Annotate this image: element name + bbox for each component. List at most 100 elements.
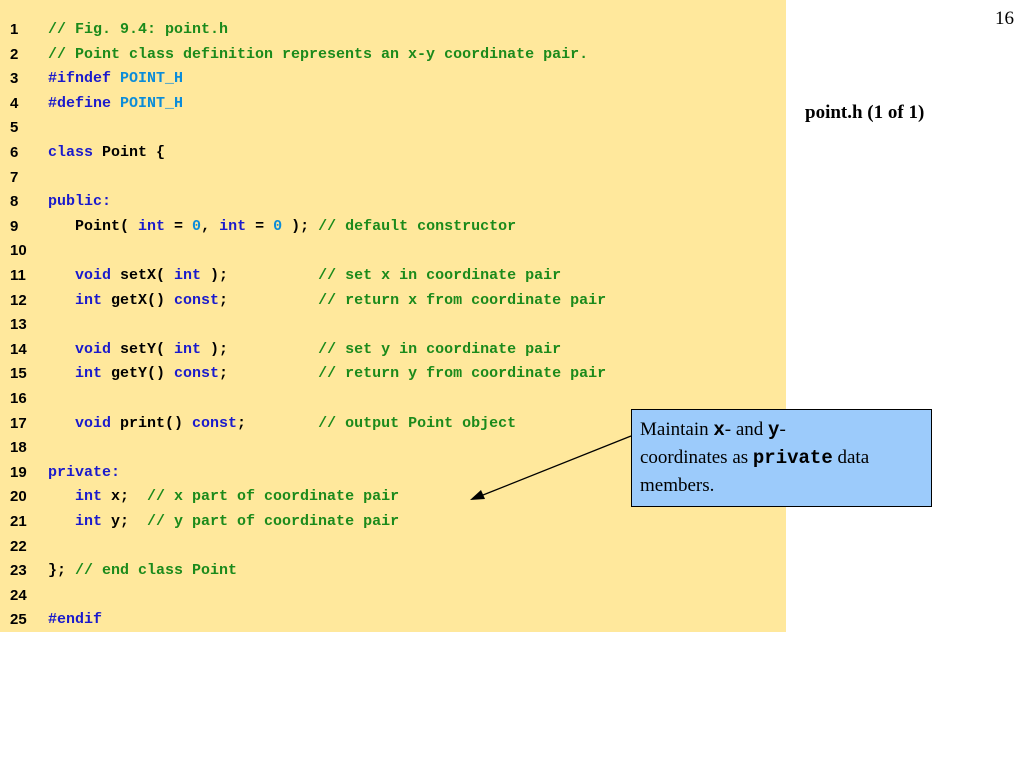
callout-text: Maintain (640, 419, 714, 440)
code-token: 0 (273, 217, 283, 235)
callout-code-x: x (713, 419, 725, 441)
code-token: #endif (48, 611, 103, 629)
code-token: = (246, 217, 274, 235)
line-number: 16 (10, 390, 27, 407)
code-token: int (174, 267, 202, 284)
line-number: 12 (10, 291, 27, 309)
code-token: 0 (192, 217, 202, 235)
code-token: ); (201, 267, 319, 284)
code-token: ; (219, 291, 319, 309)
code-token: public: (48, 193, 112, 211)
code-token: int (174, 340, 202, 358)
code-token: // set x in coordinate pair (318, 267, 562, 284)
code-token: = (165, 217, 193, 235)
line-code: void setX( int ); // set x in coordinate… (48, 264, 561, 288)
code-token: , (201, 217, 220, 235)
line-number: 8 (10, 193, 19, 211)
line-number: 21 (10, 513, 27, 530)
line-number: 13 (10, 316, 27, 334)
line-code: public: (48, 190, 111, 214)
line-number: 15 (10, 365, 27, 383)
page-number: 16 (995, 8, 1014, 29)
code-token: setY( (120, 340, 175, 358)
code-token: setX( (120, 267, 175, 284)
code-token: #define (48, 94, 121, 112)
line-number: 25 (10, 611, 27, 629)
code-token: print() (120, 414, 193, 432)
line-code: void setY( int ); // set y in coordinate… (48, 338, 561, 362)
callout-text: coordinates as (640, 447, 753, 468)
line-number: 19 (10, 463, 27, 481)
line-code: Point( int = 0, int = 0 ); // default co… (48, 215, 516, 239)
line-code: int getX() const; // return x from coord… (48, 289, 606, 313)
callout-text: data (832, 447, 870, 468)
callout-text: members. (640, 475, 715, 496)
line-number: 18 (10, 439, 27, 457)
code-token: class (48, 144, 103, 161)
line-number: 17 (10, 414, 27, 432)
code-token: #ifndef (48, 70, 121, 88)
line-number: 3 (10, 70, 19, 88)
code-token: // output Point object (318, 414, 517, 432)
code-token: // y part of coordinate pair (147, 513, 400, 530)
line-code: int getY() const; // return y from coord… (48, 362, 606, 386)
line-number: 7 (10, 168, 19, 186)
code-token: void (48, 414, 121, 432)
line-code: }; // end class Point (48, 559, 237, 583)
code-token: int (48, 488, 112, 506)
line-number: 6 (10, 144, 19, 161)
code-token: // Point class definition represents an … (48, 45, 589, 63)
code-token: ; (219, 365, 319, 383)
line-number: 10 (10, 242, 27, 260)
line-code: void print() const; // output Point obje… (48, 412, 516, 436)
code-token: int (48, 365, 112, 383)
callout-note: Maintain x- and y- coordinates as privat… (631, 409, 932, 507)
code-token: int (138, 217, 166, 235)
callout-text: - (779, 419, 786, 440)
line-code: #ifndef POINT_H (48, 67, 183, 91)
line-code: int x; // x part of coordinate pair (48, 485, 399, 509)
code-token: // x part of coordinate pair (147, 488, 400, 506)
line-number: 24 (10, 586, 27, 604)
code-token: ); (201, 340, 319, 358)
line-number: 20 (10, 488, 27, 506)
line-number: 9 (10, 217, 19, 235)
code-token: }; (48, 562, 76, 580)
code-token: y; (111, 513, 148, 530)
line-number: 2 (10, 45, 19, 63)
slide-title: point.h (1 of 1) (805, 102, 925, 123)
line-code: private: (48, 461, 120, 485)
line-code: // Point class definition represents an … (48, 43, 588, 67)
code-token: ; (237, 414, 319, 432)
code-token: // end class Point (75, 562, 238, 580)
line-number: 14 (10, 340, 27, 358)
code-token: getX() (111, 291, 175, 309)
line-code: class Point { (48, 141, 165, 165)
callout-code-private: private (752, 447, 833, 469)
code-token: ); (282, 217, 319, 235)
code-token: Point { (102, 144, 166, 161)
code-token: int (48, 291, 112, 309)
code-token: void (48, 340, 121, 358)
code-token: POINT_H (120, 70, 184, 88)
code-token: // return x from coordinate pair (318, 291, 607, 309)
line-code: int y; // y part of coordinate pair (48, 510, 399, 534)
code-token: private: (48, 463, 121, 481)
code-token: // set y in coordinate pair (318, 340, 562, 358)
code-token: // default constructor (318, 217, 517, 235)
line-code: #define POINT_H (48, 92, 183, 116)
code-token: const (192, 414, 238, 432)
code-token: x; (111, 488, 148, 506)
code-token: // return y from coordinate pair (318, 365, 607, 383)
line-number: 11 (10, 267, 26, 284)
code-token: int (48, 513, 112, 530)
line-number: 1 (10, 21, 19, 38)
line-code: #endif (48, 608, 102, 632)
line-number: 23 (10, 562, 27, 580)
code-token: POINT_H (120, 94, 184, 112)
code-token: const (174, 365, 220, 383)
code-token: Point( (48, 217, 139, 235)
line-number: 5 (10, 119, 19, 137)
line-number: 22 (10, 537, 27, 555)
